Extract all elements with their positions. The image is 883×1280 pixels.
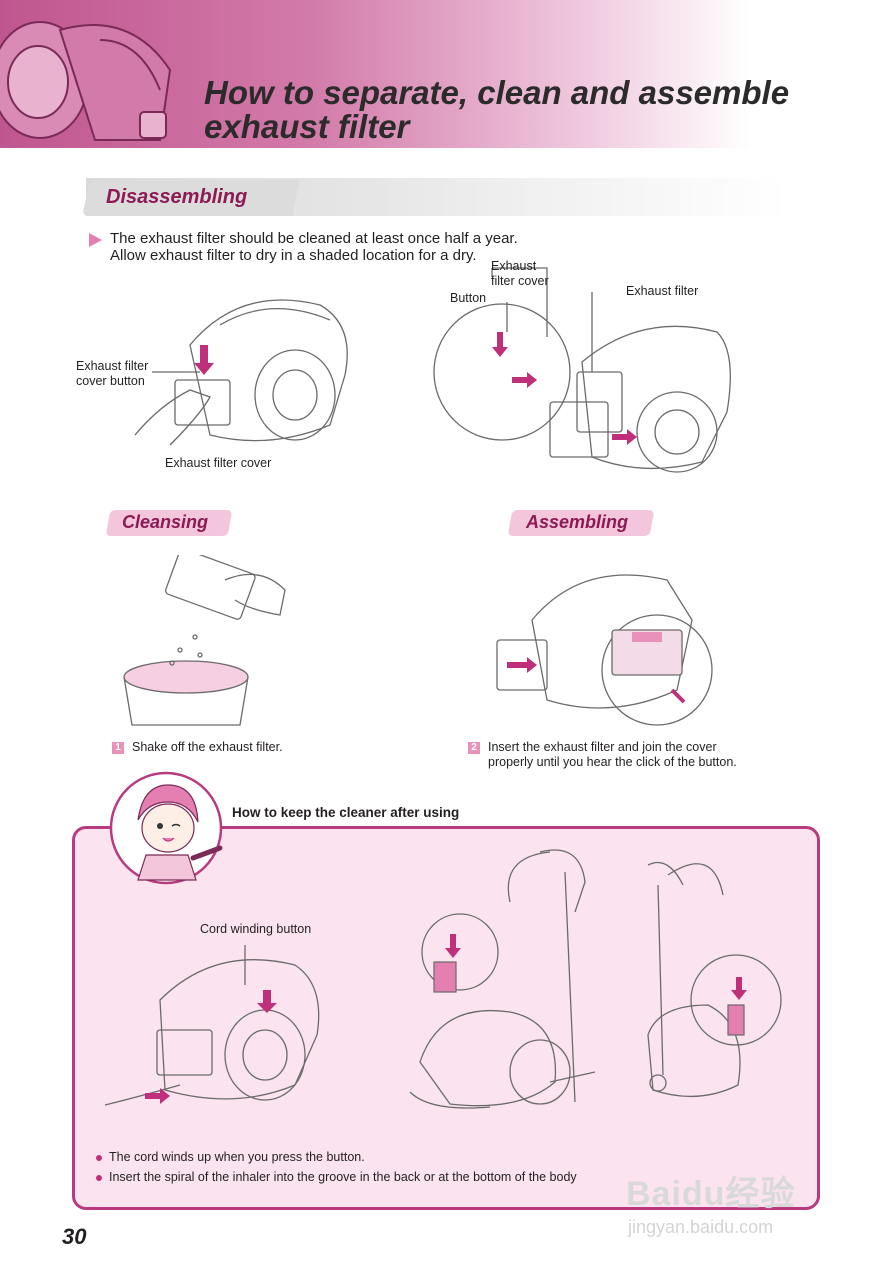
- step-number-1: 1: [112, 742, 124, 754]
- vacuum-filter-removed-illustration-icon: [433, 267, 731, 473]
- cleansing-step-text: Shake off the exhaust filter.: [132, 740, 283, 754]
- label-exhaust-filter-cover: Exhaust filter cover: [491, 259, 549, 289]
- label-cover-button-line-2: cover button: [76, 374, 145, 388]
- vacuum-back-storage-illustration-icon: [647, 861, 782, 1098]
- assembling-step-line-2: properly until you hear the click of the…: [488, 755, 737, 769]
- bullet-dot-icon: [96, 1175, 102, 1181]
- label-exhaust-filter: Exhaust filter: [626, 284, 699, 298]
- label-exhaust-line-1: Exhaust: [491, 259, 537, 273]
- vacuum-cord-illustration-icon: [104, 945, 320, 1106]
- section-title-disassembling: Disassembling: [106, 186, 248, 208]
- assembling-step-line-1: Insert the exhaust filter and join the c…: [488, 740, 717, 754]
- assembling-step-text: Insert the exhaust filter and join the c…: [488, 740, 788, 770]
- filter-assemble-illustration-icon: [496, 574, 713, 726]
- mascot-girl-icon: [109, 771, 223, 885]
- section-title-cleansing: Cleansing: [122, 512, 209, 532]
- vacuum-disassemble-illustration-icon: [134, 299, 348, 446]
- bullet-dot-icon: [96, 1155, 102, 1161]
- instruction-line-2: Allow exhaust filter to dry in a shaded …: [110, 247, 477, 264]
- label-button: Button: [450, 291, 487, 305]
- storage-tips-box: [72, 826, 820, 1210]
- title-line-1: How to separate, clean and assemble: [204, 74, 790, 111]
- pointer-triangle-icon: [89, 233, 102, 247]
- label-cover-button-line-1: Exhaust filter: [76, 359, 149, 373]
- page-number: 30: [62, 1224, 87, 1249]
- title-line-2: exhaust filter: [204, 108, 410, 145]
- label-exhaust-line-2: filter cover: [491, 274, 549, 288]
- label-cover-button: Exhaust filter cover button: [76, 359, 148, 389]
- step-number-2: 2: [468, 742, 480, 754]
- vacuum-header-illustration-icon: [0, 21, 172, 141]
- watermark-url: jingyan.baidu.com: [628, 1217, 774, 1237]
- label-cord-winding-button: Cord winding button: [200, 922, 312, 936]
- disassembling-instruction: The exhaust filter should be cleaned at …: [110, 230, 570, 264]
- filter-shake-illustration-icon: [123, 555, 286, 726]
- watermark-brand: Baidu经验: [626, 1175, 796, 1213]
- vacuum-upright-storage-illustration-icon: [409, 849, 596, 1109]
- page-title: How to separate, clean and assemble exha…: [204, 76, 864, 144]
- storage-heading: How to keep the cleaner after using: [232, 805, 460, 820]
- section-title-assembling: Assembling: [526, 512, 629, 532]
- leader-line-icon: [152, 371, 200, 373]
- storage-bullet-2: Insert the spiral of the inhaler into th…: [109, 1170, 577, 1184]
- label-filter-cover: Exhaust filter cover: [165, 456, 272, 470]
- instruction-line-1: The exhaust filter should be cleaned at …: [110, 230, 518, 247]
- storage-bullet-1: The cord winds up when you press the but…: [109, 1150, 365, 1164]
